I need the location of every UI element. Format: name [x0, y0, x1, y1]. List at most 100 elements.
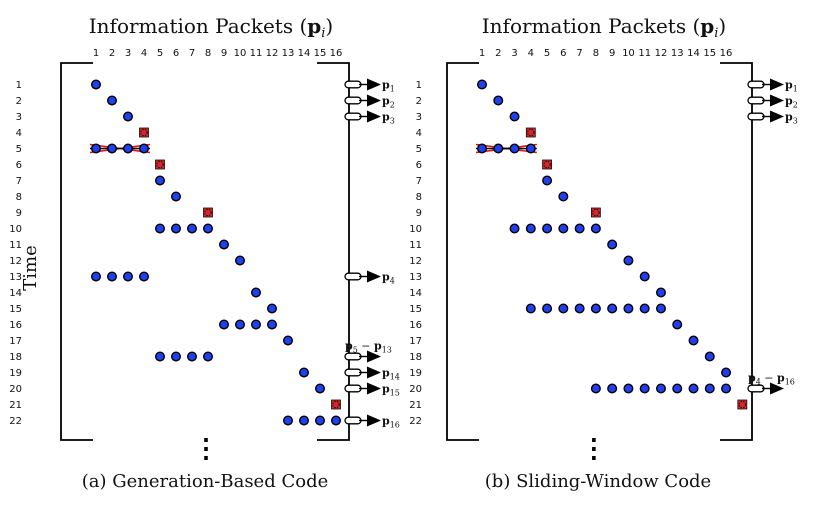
decoded-symbol: p	[382, 271, 390, 284]
sent-packet-dot	[590, 303, 601, 314]
sent-packet-dot	[623, 255, 634, 266]
sent-packet-dot	[542, 223, 553, 234]
title-symbol: p	[307, 14, 321, 38]
decoded-symbol-end: p	[374, 340, 382, 353]
y-tick-label: 15	[409, 304, 422, 315]
y-tick-label: 5	[16, 144, 22, 155]
y-tick-label: 16	[9, 320, 22, 331]
sent-packet-dot	[122, 111, 133, 122]
erased-packet-marker	[542, 159, 552, 170]
panel-title-text: Information Packets	[89, 14, 293, 38]
decoded-symbol: p	[785, 79, 793, 92]
title-close-paren: )	[718, 14, 726, 38]
sent-packet-dot	[574, 223, 585, 234]
y-tick-label: 22	[409, 416, 422, 427]
sent-packet-dot	[655, 303, 666, 314]
sent-packet-dot	[106, 271, 117, 282]
decoded-arrow	[747, 110, 784, 123]
decoded-label: p2	[382, 95, 395, 110]
title-symbol: p	[700, 14, 714, 38]
sent-packet-dot	[623, 303, 634, 314]
x-tick-label: 14	[298, 48, 311, 59]
y-tick-label: 1	[16, 80, 22, 91]
decoded-arrow	[344, 78, 381, 91]
y-axis-label: Time	[20, 245, 41, 290]
y-tick-label: 10	[9, 224, 22, 235]
decoded-arrow	[344, 414, 381, 427]
y-tick-label: 20	[409, 384, 422, 395]
decoded-label: p5 − p13	[345, 340, 392, 355]
y-tick-label: 13	[9, 272, 22, 283]
sent-packet-dot	[234, 255, 245, 266]
sent-packet-dot	[202, 223, 213, 234]
sent-packet-dot	[186, 223, 197, 234]
sent-packet-dot	[639, 271, 650, 282]
sent-packet-dot	[542, 175, 553, 186]
x-tick-label: 5	[544, 48, 550, 59]
decoded-symbol: p	[382, 79, 390, 92]
sent-packet-dot	[138, 271, 149, 282]
sent-packet-dot	[558, 191, 569, 202]
sent-packet-dot	[154, 175, 165, 186]
y-tick-label: 11	[9, 240, 22, 251]
y-tick-label: 9	[416, 208, 422, 219]
y-tick-label: 16	[409, 320, 422, 331]
sent-packet-dot	[283, 415, 294, 426]
y-tick-label: 7	[416, 176, 422, 187]
x-tick-label: 15	[703, 48, 716, 59]
sent-packet-dot	[218, 239, 229, 250]
sent-packet-dot	[477, 143, 488, 154]
y-tick-label: 22	[9, 416, 22, 427]
decoded-subscript: 3	[793, 117, 798, 126]
panel-caption: (b) Sliding-Window Code	[485, 471, 711, 492]
sent-packet-dot	[704, 351, 715, 362]
sent-packet-dot	[655, 287, 666, 298]
sent-packet-dot	[542, 303, 553, 314]
x-tick-label: 6	[173, 48, 179, 59]
sent-packet-dot	[186, 351, 197, 362]
sent-packet-dot	[574, 303, 585, 314]
decoded-range-dash: −	[358, 340, 374, 353]
x-tick-label: 1	[93, 48, 99, 59]
sent-packet-dot	[721, 383, 732, 394]
erased-packet-marker	[331, 399, 341, 410]
y-tick-label: 13	[409, 272, 422, 283]
sent-packet-dot	[607, 239, 618, 250]
y-tick-label: 1	[416, 80, 422, 91]
x-tick-label: 8	[593, 48, 599, 59]
decoded-subscript: 2	[793, 101, 798, 110]
sent-packet-dot	[509, 143, 520, 154]
x-tick-label: 2	[495, 48, 501, 59]
x-tick-label: 11	[250, 48, 263, 59]
x-tick-label: 4	[528, 48, 534, 59]
sent-packet-dot	[283, 335, 294, 346]
y-tick-label: 3	[416, 112, 422, 123]
sent-packet-dot	[607, 303, 618, 314]
sent-packet-dot	[623, 383, 634, 394]
sent-packet-dot	[331, 415, 342, 426]
sent-packet-dot	[721, 367, 732, 378]
decoded-subscript: 4	[390, 277, 395, 286]
decoded-symbol: p	[382, 111, 390, 124]
sent-packet-dot	[234, 319, 245, 330]
y-tick-label: 17	[9, 336, 22, 347]
decoded-symbol: p	[382, 383, 390, 396]
sent-packet-dot	[299, 367, 310, 378]
sent-packet-dot	[558, 223, 569, 234]
decoded-label: p4	[382, 271, 395, 286]
decoded-arrow	[344, 366, 381, 379]
y-tick-label: 19	[9, 368, 22, 379]
y-tick-label: 8	[16, 192, 22, 203]
x-tick-label: 11	[638, 48, 651, 59]
x-tick-label: 9	[221, 48, 227, 59]
erased-packet-marker	[203, 207, 213, 218]
title-subscript: i	[321, 26, 325, 41]
x-tick-label: 12	[655, 48, 668, 59]
decoded-label: p4 − p16	[748, 372, 795, 387]
sent-packet-dot	[590, 223, 601, 234]
y-tick-label: 21	[9, 400, 22, 411]
decoded-subscript: 16	[390, 421, 400, 430]
sent-packet-dot	[90, 79, 101, 90]
decoded-label: p3	[382, 111, 395, 126]
sent-packet-dot	[655, 383, 666, 394]
